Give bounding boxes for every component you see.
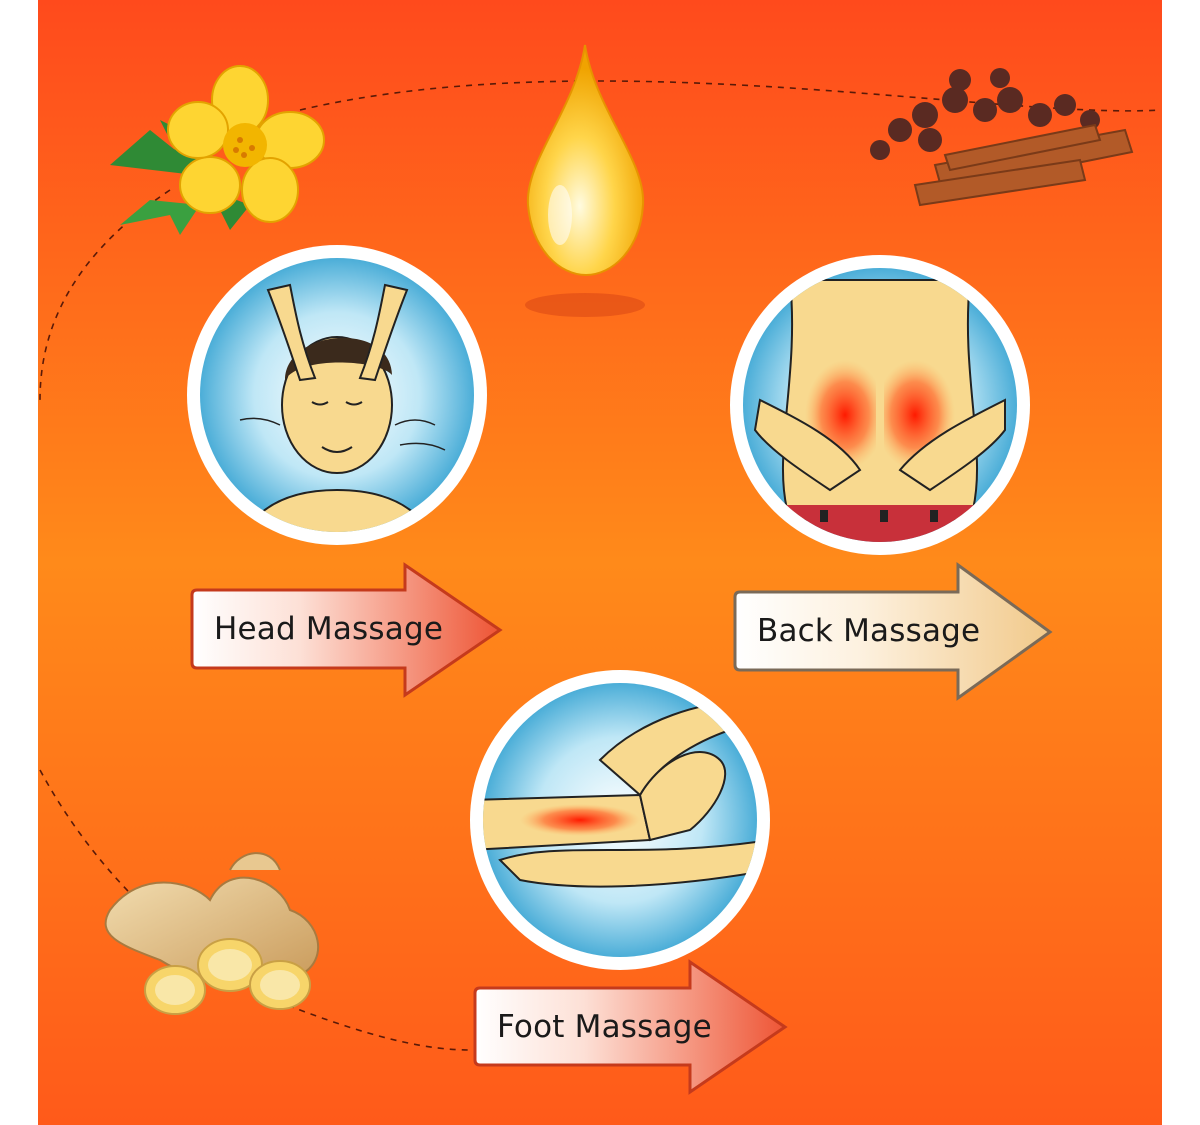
flower-icon <box>110 65 325 235</box>
back-massage-label: Back Massage <box>757 613 981 649</box>
head-massage-label-box: Head Massage <box>192 590 502 668</box>
foot-massage-illustration <box>470 670 770 970</box>
ginger-icon <box>104 852 319 1015</box>
foot-massage-label: Foot Massage <box>497 1008 712 1045</box>
head-massage-arrow <box>190 562 503 698</box>
back-massage-label-box: Back Massage <box>735 592 1050 670</box>
head-massage-label: Head Massage <box>214 611 444 647</box>
foot-massage-label-box: Foot Massage <box>475 988 785 1065</box>
back-massage-illustration <box>730 255 1030 555</box>
head-massage-illustration <box>187 245 487 545</box>
foot-massage-arrow <box>473 959 788 1095</box>
oil-drop-icon <box>525 44 645 317</box>
back-massage-arrow <box>733 562 1053 701</box>
cloves-cinnamon-icon <box>870 68 1134 207</box>
